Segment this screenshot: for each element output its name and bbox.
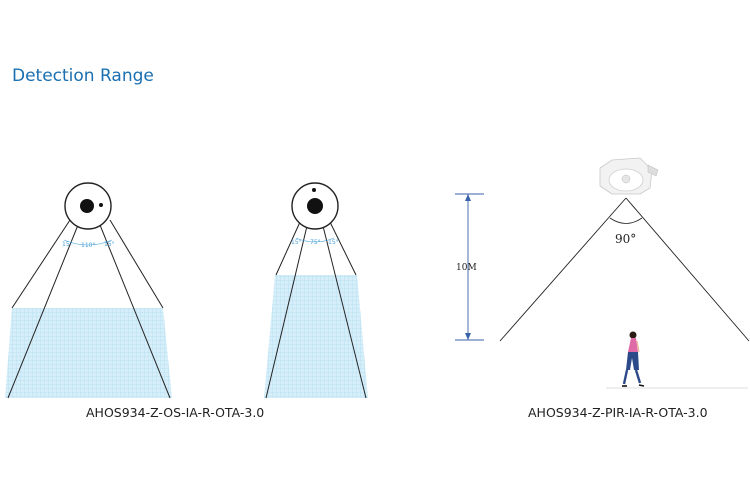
pir-beam-line [329, 221, 357, 276]
os-angle-right: 15° [104, 241, 115, 248]
pir-top-diagram: 15° 75° 15° [264, 182, 368, 399]
page-title: Detection Range [12, 66, 154, 86]
pir-beam-line [275, 221, 301, 276]
os-beam-line [11, 219, 71, 309]
os-angle-arc [63, 239, 113, 246]
os-sensor-led [99, 203, 103, 207]
os-beam-line [109, 219, 164, 309]
pir-coverage-grid [264, 275, 368, 398]
pir-side-diagram: 90° 10M [455, 157, 750, 389]
pir-beam-line [265, 225, 308, 399]
caption-os-model: AHOS934-Z-OS-IA-R-OTA-3.0 [86, 405, 265, 420]
pir-sensor-lens [307, 198, 323, 214]
pir-sensor-led [312, 188, 316, 192]
pir-beam-line [322, 225, 367, 399]
os-angle-left: 15° [62, 241, 73, 248]
pir-angle-right: 15° [328, 239, 339, 246]
pir-angle-center: 75° [310, 239, 321, 246]
caption-pir-model: AHOS934-Z-PIR-IA-R-OTA-3.0 [528, 405, 708, 420]
os-beam-line [7, 224, 79, 399]
pir-angle-left: 15° [291, 239, 302, 246]
dimension-arrow-top [465, 194, 471, 201]
cone-line-right [625, 197, 750, 342]
person-figure [622, 331, 645, 387]
cone-angle-label: 90° [615, 232, 636, 246]
pir-angle-arc [295, 237, 335, 243]
dimension-arrow-bottom [465, 333, 471, 340]
cone-angle-arc [609, 217, 643, 224]
os-beam-line [99, 224, 171, 399]
sensor-device-image [599, 157, 659, 195]
os-coverage-grid [5, 308, 172, 398]
os-sensor-diagram: 15° 110° 15° [5, 182, 172, 399]
height-label: 10M [456, 263, 477, 273]
os-sensor-lens [80, 199, 94, 213]
cone-line-left [499, 197, 627, 342]
os-angle-center: 110° [81, 242, 95, 249]
